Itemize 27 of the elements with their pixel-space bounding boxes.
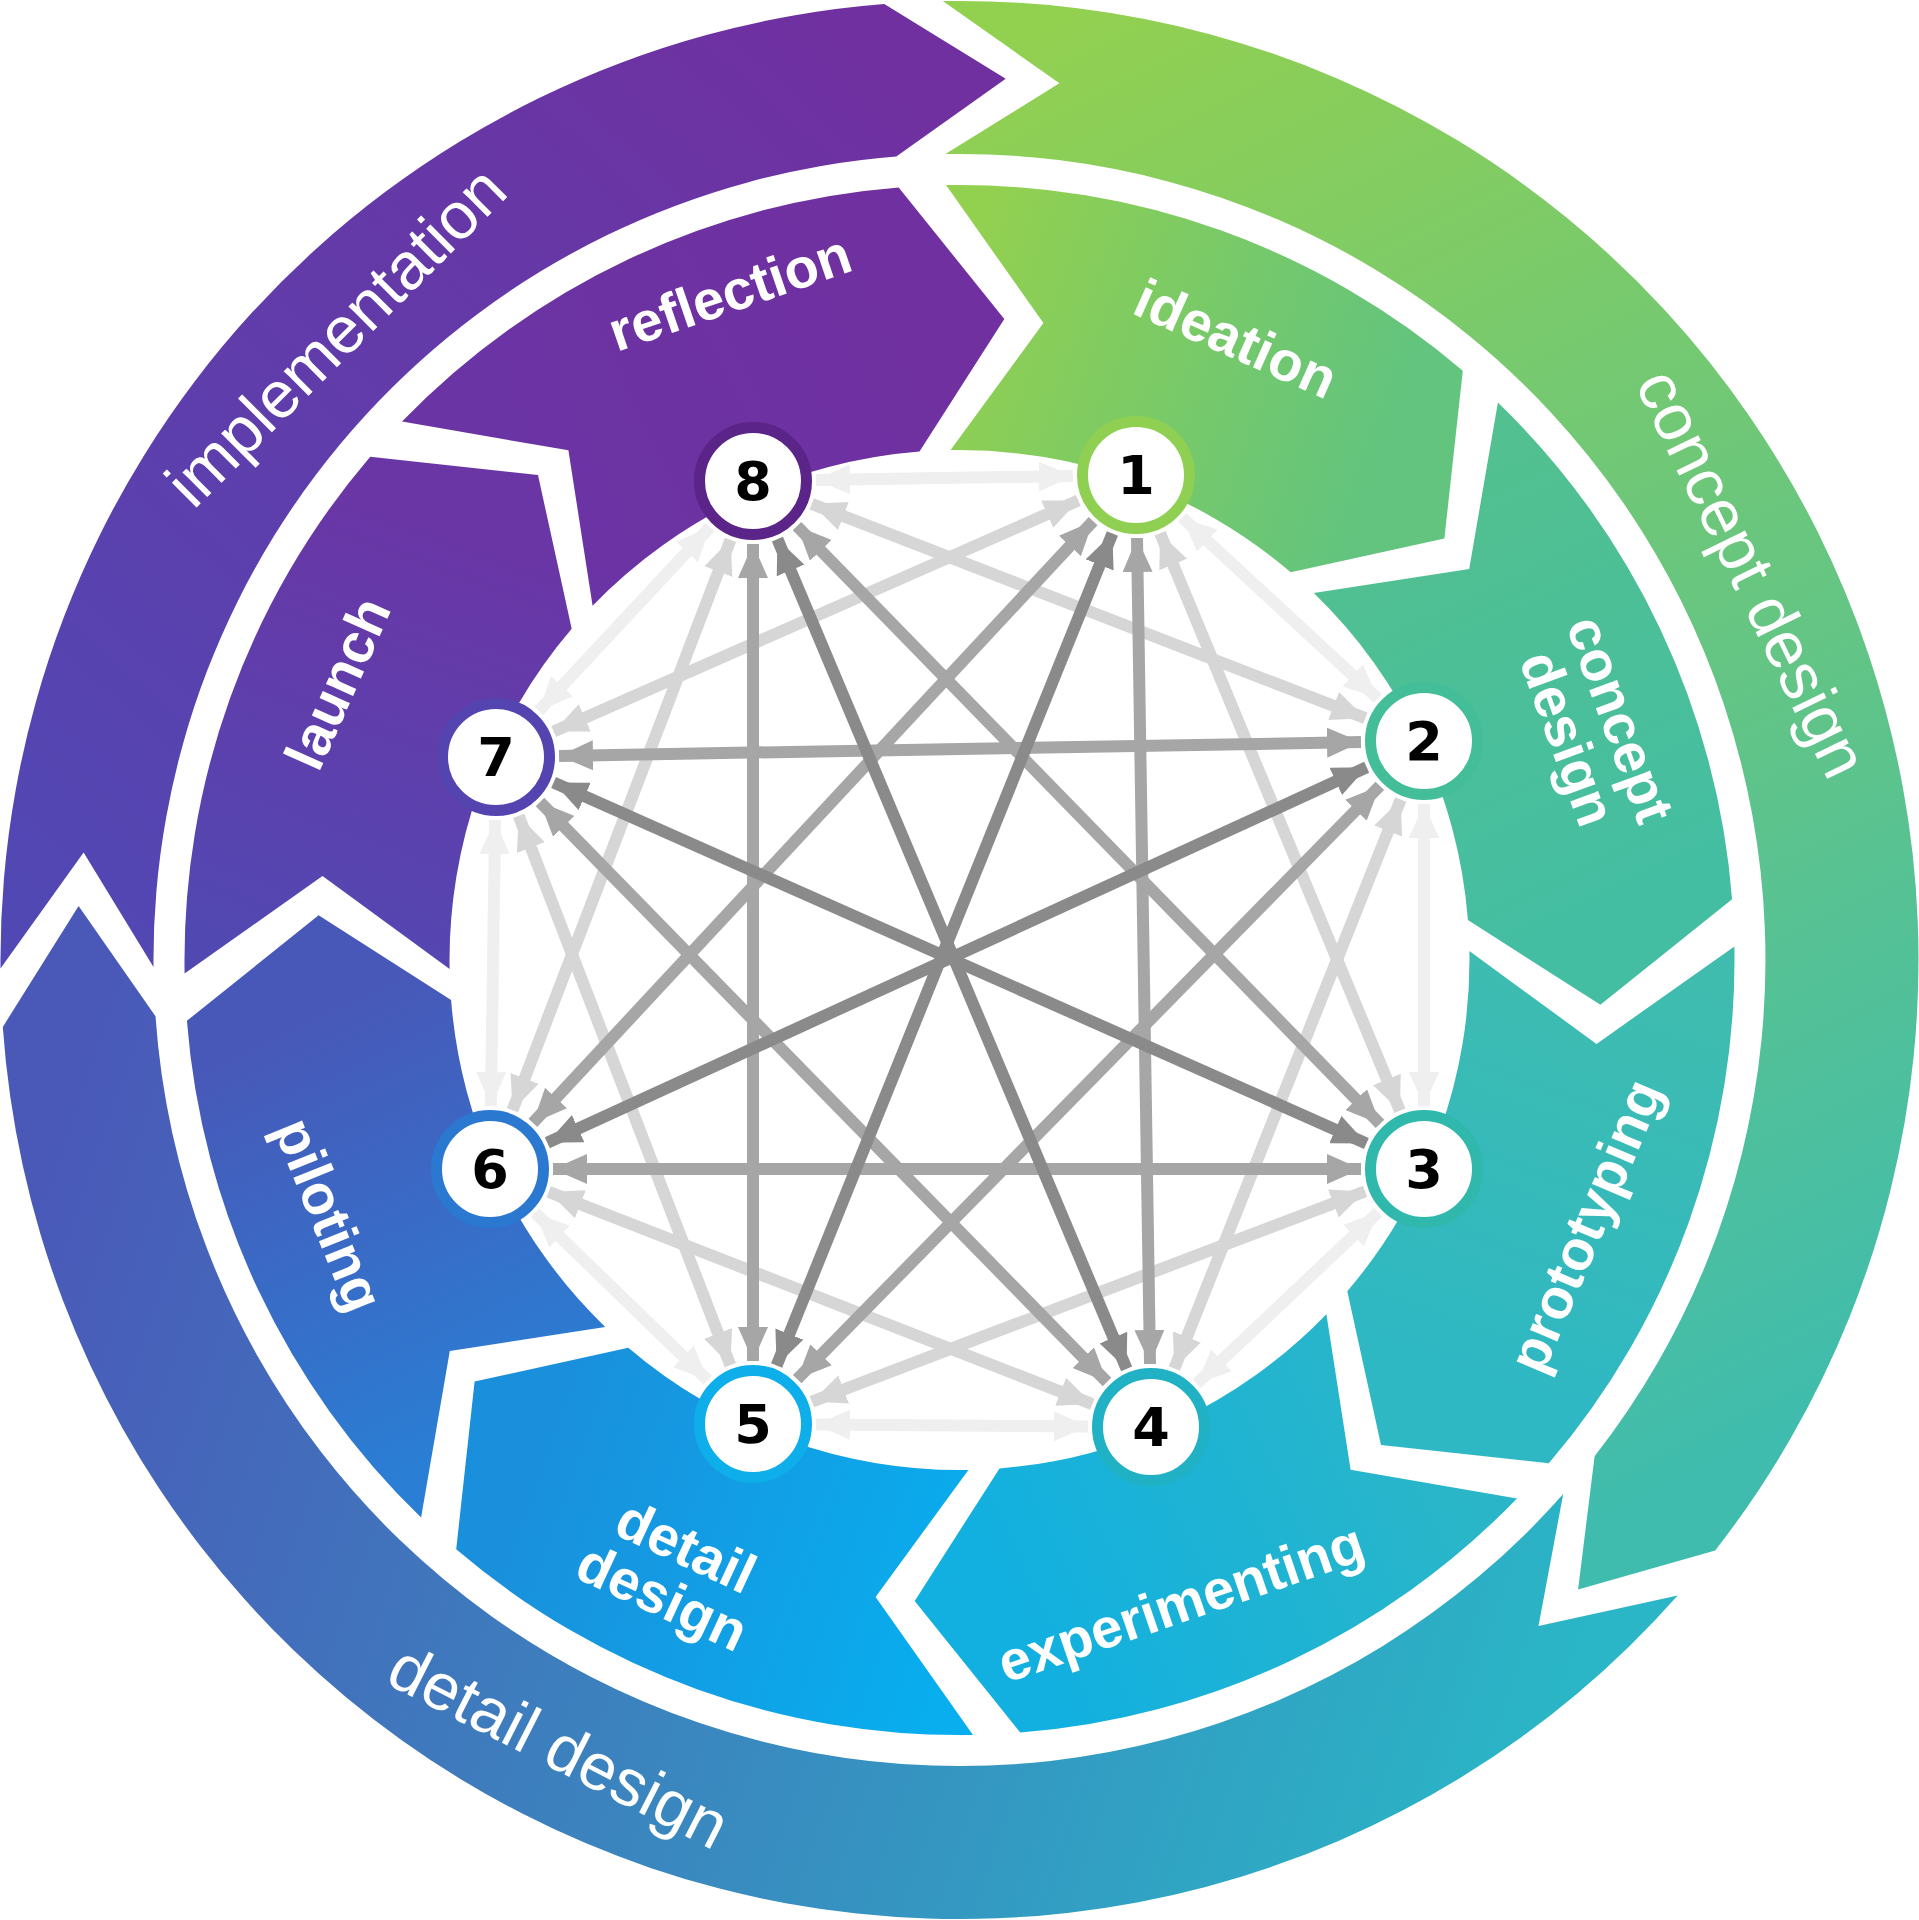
double-arrow bbox=[534, 523, 715, 715]
double-arrow bbox=[815, 1409, 1089, 1442]
double-arrow bbox=[558, 727, 1362, 771]
double-arrow bbox=[553, 1154, 1361, 1184]
double-arrow bbox=[1154, 530, 1406, 1114]
double-arrow bbox=[809, 498, 1368, 724]
double-arrow bbox=[476, 819, 510, 1107]
double-arrow bbox=[551, 494, 1081, 738]
double-arrow bbox=[1178, 513, 1382, 703]
double-arrow bbox=[809, 1185, 1368, 1408]
step-arrow-segment bbox=[186, 915, 606, 1518]
step-arrow-segment bbox=[946, 185, 1463, 573]
double-arrow bbox=[546, 1186, 1095, 1410]
double-arrow bbox=[506, 537, 737, 1113]
double-arrow bbox=[815, 461, 1074, 495]
double-arrow bbox=[531, 1208, 712, 1385]
step-arrow-segment bbox=[914, 1314, 1517, 1733]
step-arrow-segment bbox=[1347, 946, 1735, 1464]
double-arrow bbox=[792, 781, 1385, 1384]
double-arrow bbox=[738, 544, 768, 1361]
double-arrow bbox=[1122, 537, 1165, 1365]
double-arrow bbox=[513, 813, 736, 1368]
double-arrow bbox=[1192, 1207, 1383, 1389]
double-arrow bbox=[1168, 797, 1407, 1371]
double-arrow bbox=[535, 797, 1112, 1387]
double-arrow bbox=[792, 521, 1385, 1129]
double-arrow bbox=[528, 517, 1098, 1127]
